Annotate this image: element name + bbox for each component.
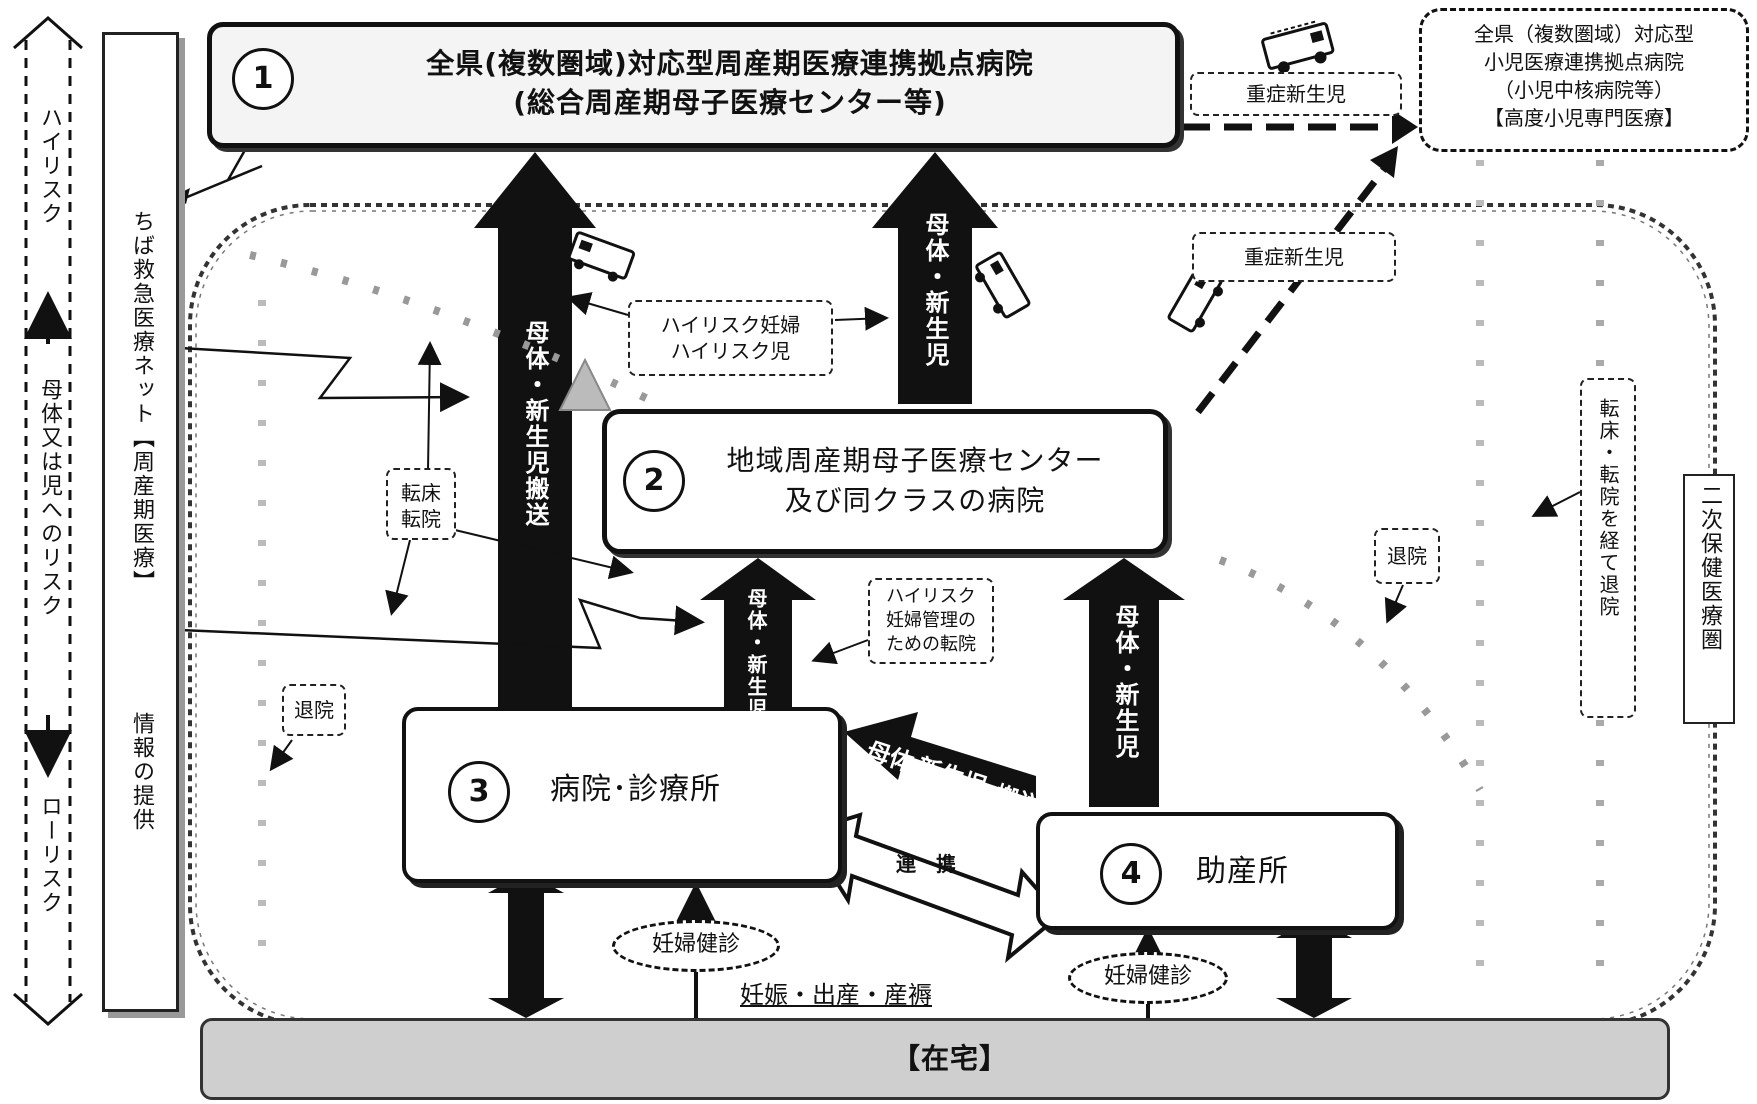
cooperation-arrow <box>801 812 1063 963</box>
transport-midwife-label: 母体・新生児 <box>1111 604 1139 760</box>
cooperation-label: 連 携 <box>896 852 956 876</box>
clinic-label: 病院･診療所 <box>550 772 721 807</box>
home-midwife-arrow <box>1276 917 1352 1018</box>
midwife-number-badge: 4 <box>1100 843 1162 905</box>
regional-title-line2: 及び同クラスの病院 <box>784 484 1046 517</box>
pediatric-hub-line2: 小児医療連携拠点病院 <box>1484 50 1684 74</box>
pediatric-hub-line4: 【高度小児専門医療】 <box>1484 106 1684 130</box>
high-risk-management-line1: ハイリスク <box>886 586 976 607</box>
perinatal-hub-hospital-box <box>207 22 1180 148</box>
risk-low-label: ローリスク <box>37 795 62 915</box>
pediatric-hub-line3: （小児中核病院等） <box>1494 78 1674 102</box>
secondary-area-label-box <box>1683 474 1735 724</box>
risk-middle-label: 母体又は児へのリスク <box>37 378 62 618</box>
high-risk-tag-line1: ハイリスク妊婦 <box>660 313 801 337</box>
network-label-line1: ちば救急医療ネット【周産期医療】 <box>129 210 154 594</box>
regional-perinatal-center-box <box>602 409 1168 554</box>
transfer-discharge-tag <box>1580 378 1636 718</box>
transport-center-label: 母体・新生児 <box>921 212 949 368</box>
home-label: 【在宅】 <box>891 1042 1008 1075</box>
secondary-area-label: 二次保健医療圏 <box>1697 484 1722 652</box>
severe-neonate-tag-mid: 重症新生児 <box>1192 232 1396 282</box>
clinic-number-badge: 3 <box>448 761 510 823</box>
regional-number-badge: 2 <box>623 450 685 512</box>
transfer-tag-line1: 転床 <box>401 481 441 505</box>
transport-left-label: 母体・新生児搬送 <box>521 320 549 528</box>
transport-arrow-regional-to-hub <box>872 152 998 404</box>
pediatric-hub-line1: 全県（複数圏域）対応型 <box>1474 22 1694 46</box>
prenatal-checkup-clinic: 妊婦健診 <box>612 920 780 972</box>
discharge-tag-left: 退院 <box>282 684 346 736</box>
pediatric-hub-box <box>1419 8 1749 152</box>
severe-neonate-tag-top: 重症新生児 <box>1190 72 1402 116</box>
high-risk-tag: ハイリスク妊婦 ハイリスク児 <box>628 300 833 376</box>
transfer-discharge-label: 転床・転院を経て退院 <box>1596 398 1620 618</box>
transport-arrow-clinic-to-hub <box>474 152 596 707</box>
transport-arrow-midwife-to-regional <box>1063 558 1185 807</box>
discharge-tag-right: 退院 <box>1374 528 1440 584</box>
risk-scale-frame <box>13 15 83 1027</box>
hub-title-line2: (総合周産期母子医療センター等) <box>513 86 947 119</box>
high-risk-management-line3: ための転院 <box>886 634 976 655</box>
transport-arrow-midwife-to-clinic <box>844 712 1036 800</box>
ambulance-icon <box>1261 20 1335 74</box>
transfer-tag: 転床 転院 <box>386 468 456 540</box>
prenatal-checkup-midwife: 妊婦健診 <box>1068 952 1228 1004</box>
transport-clinic-regional-label: 母体・新生児搬送 <box>744 588 768 764</box>
transfer-tag-line2: 転院 <box>401 507 441 531</box>
midwife-label: 助産所 <box>1196 854 1289 889</box>
ambulance-icon <box>975 251 1031 319</box>
high-risk-management-line2: 妊婦管理の <box>886 610 976 631</box>
midwife-home-box <box>1036 812 1399 930</box>
high-risk-management-tag: ハイリスク 妊婦管理の ための転院 <box>868 578 994 664</box>
home-clinic-arrow <box>488 872 564 1018</box>
network-label-line2: 情報の提供 <box>129 712 154 832</box>
transport-arrow-clinic-to-regional <box>700 558 816 707</box>
hub-number-badge: 1 <box>232 48 294 110</box>
regional-title-line1: 地域周産期母子医療センター <box>726 444 1104 477</box>
chiba-emergency-network-box <box>102 32 179 1012</box>
pregnancy-label: 妊娠・出産・産褥 <box>740 981 932 1009</box>
ambulance-icon <box>567 231 636 282</box>
home-bar <box>200 1018 1670 1100</box>
high-risk-tag-line2: ハイリスク児 <box>670 339 791 363</box>
risk-high-label: ハイリスク <box>37 106 62 226</box>
hub-title-line1: 全県(複数圏域)対応型周産期医療連携拠点病院 <box>426 47 1034 80</box>
